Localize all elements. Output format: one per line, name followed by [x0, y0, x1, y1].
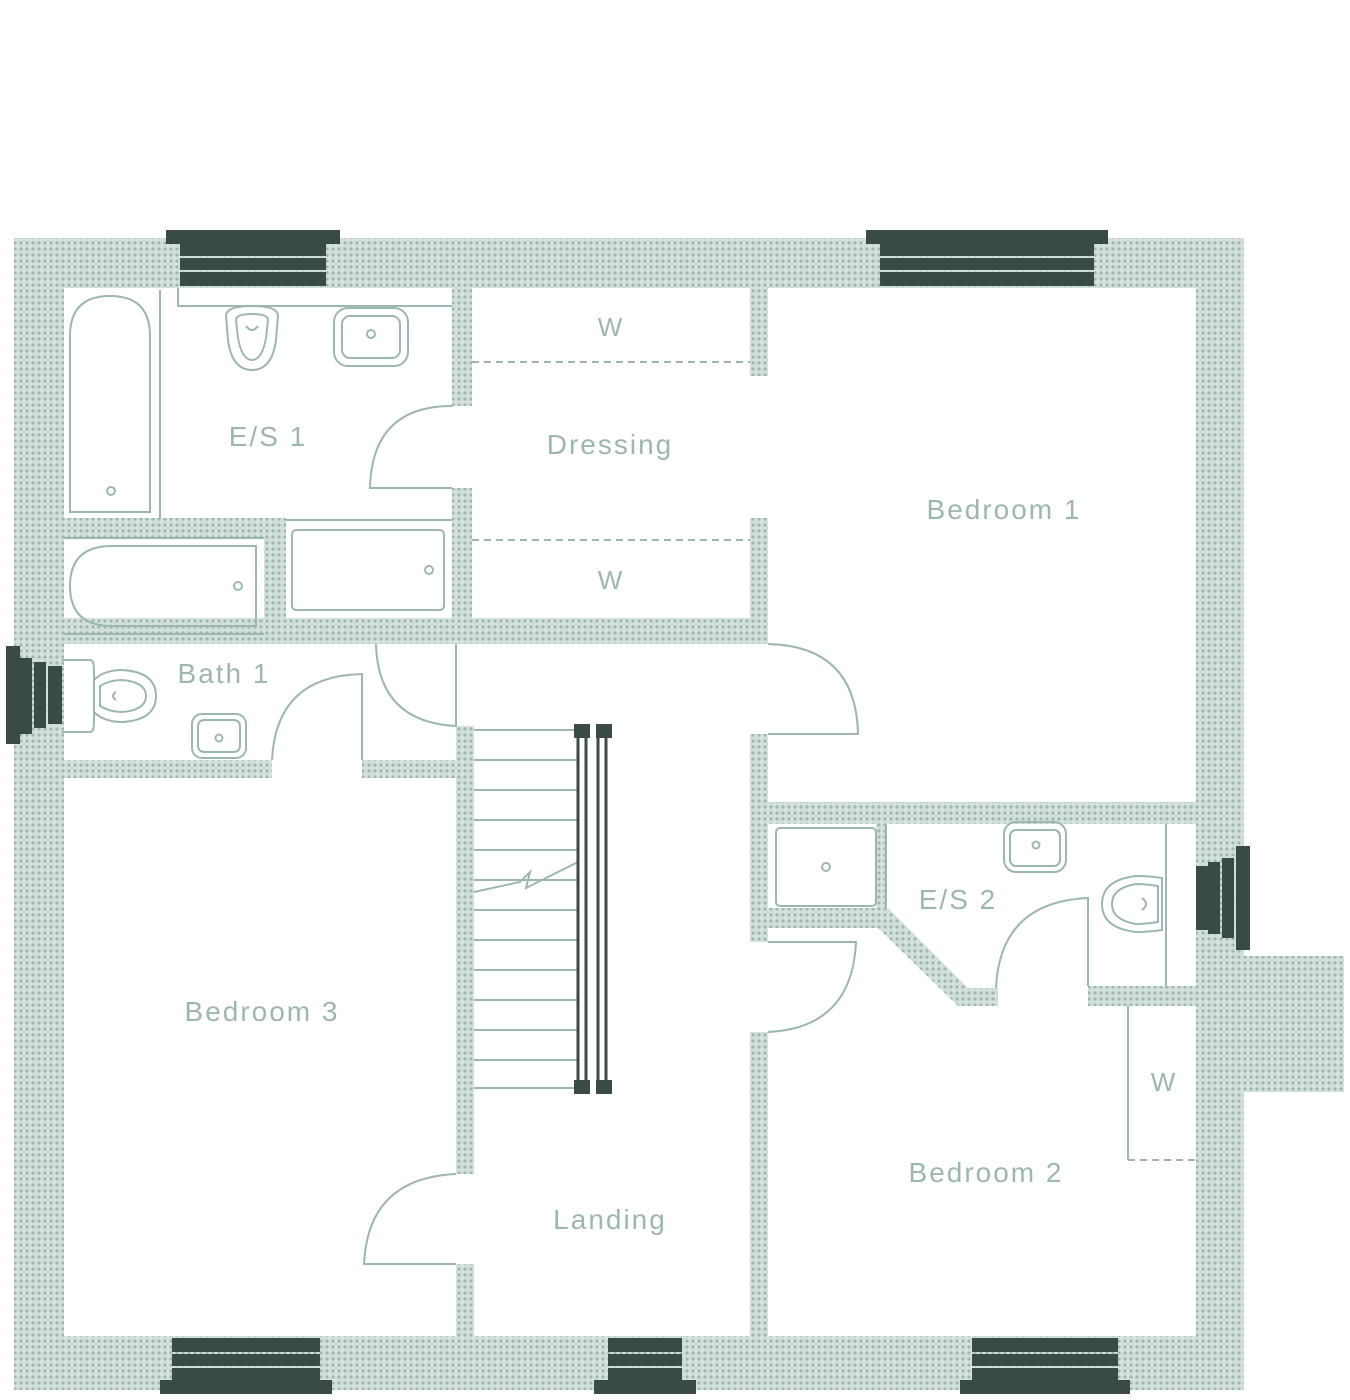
es1-shower: [286, 519, 452, 611]
label-es1: E/S 1: [229, 421, 307, 452]
door-es1: [368, 405, 453, 489]
wall-landing-right-b: [750, 1032, 768, 1336]
label-bedroom3: Bedroom 3: [185, 996, 340, 1027]
door-bedroom1: [767, 643, 860, 735]
window-es2: [1196, 846, 1250, 950]
wall-bath1-bottom-a: [64, 760, 272, 778]
label-es2: E/S 2: [919, 884, 997, 915]
es1-wc: [224, 304, 280, 372]
wall-bed1-bottom: [750, 802, 1196, 824]
label-bedroom2: Bedroom 2: [909, 1157, 1064, 1188]
window-landing: [594, 1338, 696, 1394]
stair-break-line: [473, 861, 579, 893]
wall-landing-right-a: [750, 734, 768, 942]
window-es1: [166, 230, 340, 286]
windows: [6, 230, 1250, 1394]
window-bedroom3: [160, 1338, 332, 1394]
bath1-wc: [62, 659, 158, 733]
label-wardrobe-dressing-bottom: W: [598, 565, 623, 595]
window-bath1: [6, 646, 62, 744]
es2-basin: [1003, 821, 1067, 873]
label-bedroom1: Bedroom 1: [927, 494, 1082, 525]
wardrobes: [472, 361, 1196, 1161]
wall-bath1-bottom-b: [362, 760, 472, 778]
wall-dressing-right-lower: [750, 518, 768, 644]
label-landing: Landing: [553, 1204, 667, 1235]
door-landing-top: [375, 643, 457, 728]
window-bedroom2: [960, 1338, 1130, 1394]
wall-es1-bottom: [64, 518, 286, 538]
wall-dressing-right-upper: [750, 288, 768, 376]
door-bath1: [271, 672, 363, 761]
label-bath1: Bath 1: [178, 658, 271, 689]
fixtures: [62, 288, 1167, 986]
stair-treads: [474, 729, 578, 1089]
wall-right-bay: [1196, 956, 1344, 1092]
es1-basin: [333, 307, 409, 367]
wall-es1-right-lower: [452, 488, 472, 644]
wall-left: [14, 238, 64, 1390]
wall-right-lower: [1196, 1092, 1244, 1390]
walls: [14, 238, 1344, 1390]
label-dressing: Dressing: [547, 429, 673, 460]
door-es2: [995, 896, 1089, 989]
bath1-bath: [64, 537, 264, 635]
bath1-basin: [191, 713, 247, 759]
wall-es2-diagonal: [768, 908, 998, 1006]
wall-bath1-top: [64, 618, 768, 644]
door-bedroom2: [767, 941, 858, 1033]
es1-bath: [69, 290, 161, 518]
window-bedroom1: [866, 230, 1108, 286]
es2-wc: [1100, 824, 1167, 986]
wall-es2-shower-right: [876, 824, 886, 910]
doors: [271, 405, 1089, 1265]
room-labels: E/S 1 Dressing Bedroom 1 Bath 1 E/S 2 Be…: [178, 312, 1176, 1235]
staircase: [473, 724, 612, 1094]
wall-stair-left: [456, 726, 474, 1174]
label-wardrobe-bedroom2: W: [1151, 1067, 1176, 1097]
wall-bath-div: [264, 518, 286, 618]
wall-stair-left-low: [456, 1264, 474, 1336]
wall-es1-right-upper: [452, 288, 472, 406]
door-bedroom3: [362, 1173, 457, 1265]
wall-es2-bottom: [1088, 986, 1196, 1006]
stair-banister: [574, 724, 612, 1094]
label-wardrobe-dressing-top: W: [598, 312, 623, 342]
wall-right-upper: [1196, 238, 1244, 956]
es2-shower: [775, 824, 887, 908]
es1-top-shelf: [177, 288, 452, 307]
